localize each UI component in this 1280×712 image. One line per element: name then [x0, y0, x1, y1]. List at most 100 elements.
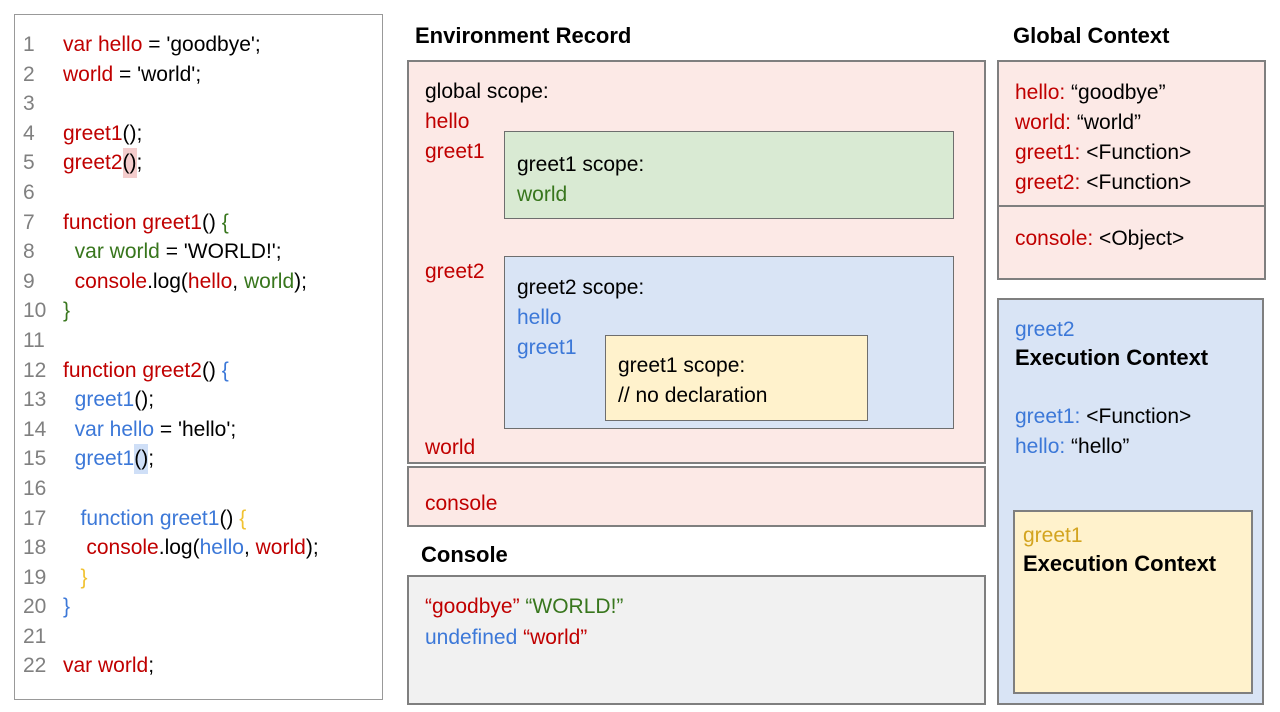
console-title: Console: [421, 542, 508, 567]
execution-context-title: Execution Context: [1015, 345, 1209, 370]
text-segment: console:: [1015, 227, 1094, 250]
code-line: 14 var hello = 'hello';: [23, 415, 382, 445]
global-var-greet1: greet1: [425, 140, 485, 163]
text-segment: ;: [136, 151, 143, 175]
code-line: 6: [23, 178, 382, 208]
text-segment: ,: [243, 536, 256, 560]
greet2-scope-label: greet2 scope:: [517, 276, 645, 299]
text-segment: = 'world';: [113, 62, 202, 86]
text-segment: var world: [63, 240, 160, 264]
text-line: greet1: <Function>: [1015, 138, 1264, 168]
code-line: 7 function greet1() {: [23, 208, 382, 238]
text-segment: <Function>: [1080, 405, 1192, 428]
text-segment: function greet1: [63, 210, 202, 234]
line-number: 7: [23, 210, 35, 234]
greet2-execution-context-box: greet2 Execution Context greet1: <Functi…: [997, 298, 1264, 705]
greet1-scope-box: greet1 scope: world: [504, 131, 954, 219]
text-line: greet1: <Function>: [1015, 402, 1191, 432]
text-segment: );: [305, 536, 319, 560]
greet1-execution-context-box: greet1 Execution Context: [1013, 510, 1253, 694]
text-segment: }: [63, 299, 71, 323]
line-number: 15: [23, 447, 47, 471]
code-line: 16: [23, 474, 382, 504]
text-segment: .log(: [147, 269, 188, 293]
line-number: 11: [23, 328, 45, 352]
environment-record-title: Environment Record: [415, 23, 632, 48]
text-segment: “goodbye”: [1065, 81, 1166, 104]
text-segment: = 'hello';: [154, 417, 237, 441]
text-segment: greet2: [63, 151, 123, 175]
text-segment: hello: [187, 269, 233, 293]
text-segment: <Object>: [1093, 227, 1185, 250]
text-segment: (): [122, 148, 137, 178]
line-number: 6: [23, 180, 35, 204]
line-number: 8: [23, 240, 35, 264]
text-segment: “goodbye”: [425, 595, 520, 618]
text-segment: {: [221, 358, 229, 382]
text-segment: “hello”: [1065, 435, 1130, 458]
text-segment: world: [243, 269, 295, 293]
global-var-world: world: [425, 436, 476, 459]
line-number: 10: [23, 299, 47, 323]
code-line: 10}: [23, 296, 382, 326]
code-line: 15 greet1();: [23, 444, 382, 474]
text-segment: undefined: [425, 626, 518, 649]
text-line: hello: “goodbye”: [1015, 78, 1264, 108]
line-number: 4: [23, 121, 35, 145]
text-segment: hello:: [1015, 81, 1066, 104]
line-number: 9: [23, 269, 35, 293]
text-segment: greet2:: [1015, 171, 1081, 194]
text-segment: var hello: [63, 33, 143, 56]
line-number: 13: [23, 388, 47, 412]
greet1-scope-label: greet1 scope:: [517, 153, 645, 176]
code-line: 5 greet2();: [23, 148, 382, 178]
code-line: 19 }: [23, 563, 382, 593]
global-var-greet2: greet2: [425, 260, 485, 283]
line-number: 5: [23, 151, 35, 175]
console-output-box: “goodbye” “WORLD!”undefined “world”: [407, 575, 986, 705]
text-segment: world:: [1015, 111, 1072, 134]
text-segment: hello: [199, 536, 244, 560]
line-number: 20: [23, 595, 47, 619]
text-segment: <Function>: [1080, 141, 1192, 164]
text-segment: }: [63, 595, 71, 619]
code-line: 13 greet1();: [23, 385, 382, 415]
environment-record-box: global scope: hello greet1 greet1 scope:…: [407, 60, 986, 464]
global-context-box: hello: “goodbye”world: “world”greet1: <F…: [997, 60, 1266, 280]
line-number: 3: [23, 92, 35, 116]
inner-greet1-scope-label: greet1 scope:: [618, 354, 746, 377]
global-context-bottom-section: console: <Object>: [999, 207, 1264, 254]
text-segment: function greet1: [63, 506, 220, 530]
text-segment: var world: [63, 654, 149, 678]
greet2-scope-box: greet2 scope: hello greet1 greet1 scope:…: [504, 256, 954, 429]
global-scope-label: global scope:: [425, 80, 549, 103]
inner-greet1-scope-box: greet1 scope: // no declaration: [605, 335, 868, 421]
greet2-scope-var-greet1: greet1: [517, 336, 577, 359]
text-segment: greet1: [63, 121, 123, 145]
code-line: 17 function greet1() {: [23, 504, 382, 534]
console-var-label: console: [425, 492, 498, 515]
text-segment: hello:: [1015, 435, 1066, 458]
text-line: hello: “hello”: [1015, 432, 1191, 462]
text-segment: “WORLD!”: [525, 595, 624, 618]
greet2-scope-var-hello: hello: [517, 306, 562, 329]
text-segment: <Function>: [1080, 171, 1192, 194]
text-segment: console: [63, 269, 148, 293]
text-segment: (): [201, 210, 222, 234]
code-line: 21: [23, 622, 382, 652]
text-segment: function greet2: [63, 358, 202, 382]
text-segment: (): [219, 506, 240, 530]
execution-context-entries: greet1: <Function>hello: “hello”: [1015, 402, 1191, 462]
global-context-top-section: hello: “goodbye”world: “world”greet1: <F…: [999, 62, 1264, 207]
text-line: world: “world”: [1015, 108, 1264, 138]
text-segment: = 'WORLD!';: [159, 240, 282, 264]
execution-context-fn-name: greet2: [1015, 318, 1075, 341]
text-segment: ();: [122, 121, 143, 145]
text-segment: {: [221, 210, 229, 234]
text-segment: world: [63, 62, 114, 86]
text-segment: greet1:: [1015, 405, 1081, 428]
